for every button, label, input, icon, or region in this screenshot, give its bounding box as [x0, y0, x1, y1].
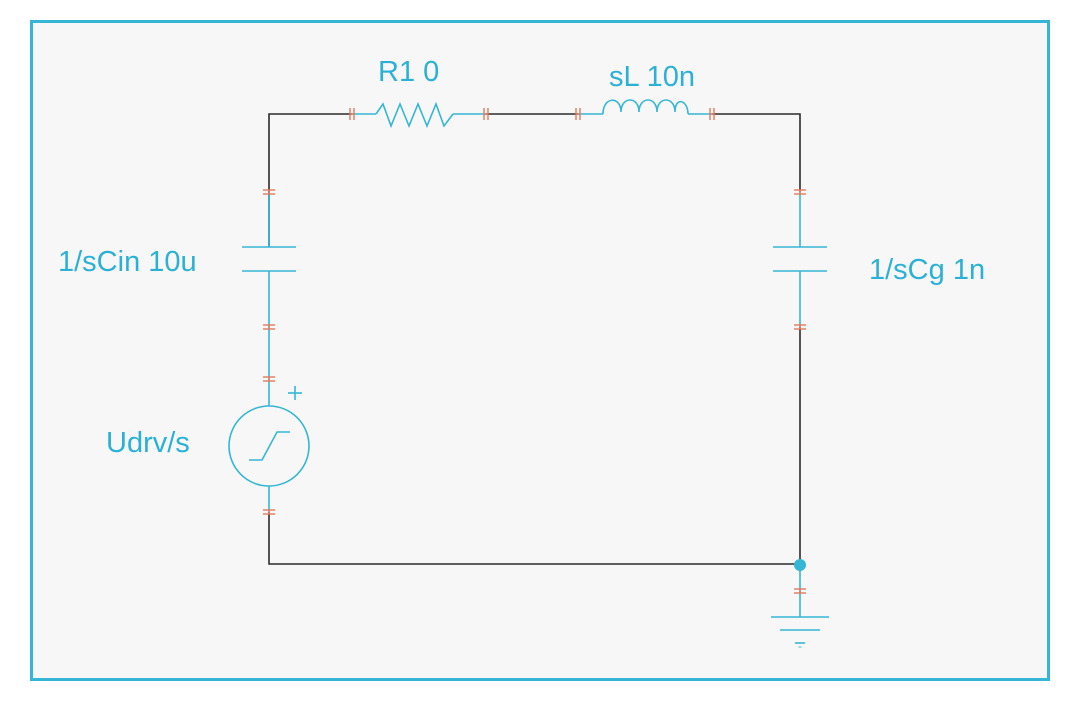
resistor-label: R1 0: [378, 56, 440, 88]
ground-node-dot: [794, 559, 806, 571]
terminal-markers: [263, 108, 806, 594]
resistor-symbol[interactable]: [352, 101, 486, 129]
gate-capacitor-symbol[interactable]: [773, 192, 827, 327]
step-waveform-icon: [249, 431, 290, 461]
wire-bottom: [268, 512, 800, 565]
inductor-label: sL 10n: [609, 61, 695, 93]
inductor-symbol[interactable]: [578, 99, 712, 115]
polarity-minus-label: -: [798, 639, 802, 653]
wires: [268, 113, 801, 565]
input-capacitor-label: 1/sCin 10u: [58, 246, 197, 278]
source-label: Udrv/s: [106, 427, 190, 459]
wire-left-top: [268, 113, 352, 247]
wire-right-top: [712, 113, 801, 192]
ground-symbol[interactable]: [771, 565, 829, 644]
input-capacitor-symbol[interactable]: [242, 192, 296, 327]
gate-capacitor-label: 1/sCg 1n: [869, 254, 986, 286]
schematic-canvas: [30, 20, 1050, 681]
step-source-symbol[interactable]: [228, 327, 310, 512]
